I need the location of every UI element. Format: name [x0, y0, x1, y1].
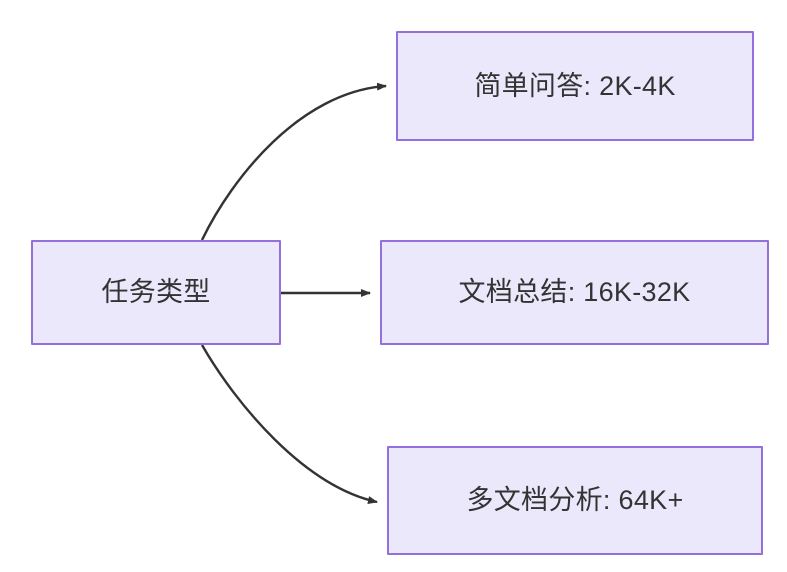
edge-root-to-multi-doc — [200, 344, 378, 504]
edge-root-to-simple-qa — [200, 82, 387, 241]
node-multi-doc[interactable]: 多文档分析: 64K+ — [387, 446, 763, 555]
node-task-type-label: 任务类型 — [101, 277, 211, 308]
node-task-type[interactable]: 任务类型 — [31, 240, 281, 345]
node-simple-qa-label: 简单问答: 2K-4K — [474, 70, 676, 101]
node-doc-summary[interactable]: 文档总结: 16K-32K — [380, 240, 769, 345]
node-simple-qa[interactable]: 简单问答: 2K-4K — [396, 31, 754, 141]
node-doc-summary-label: 文档总结: 16K-32K — [458, 277, 691, 308]
node-multi-doc-label: 多文档分析: 64K+ — [466, 485, 684, 516]
